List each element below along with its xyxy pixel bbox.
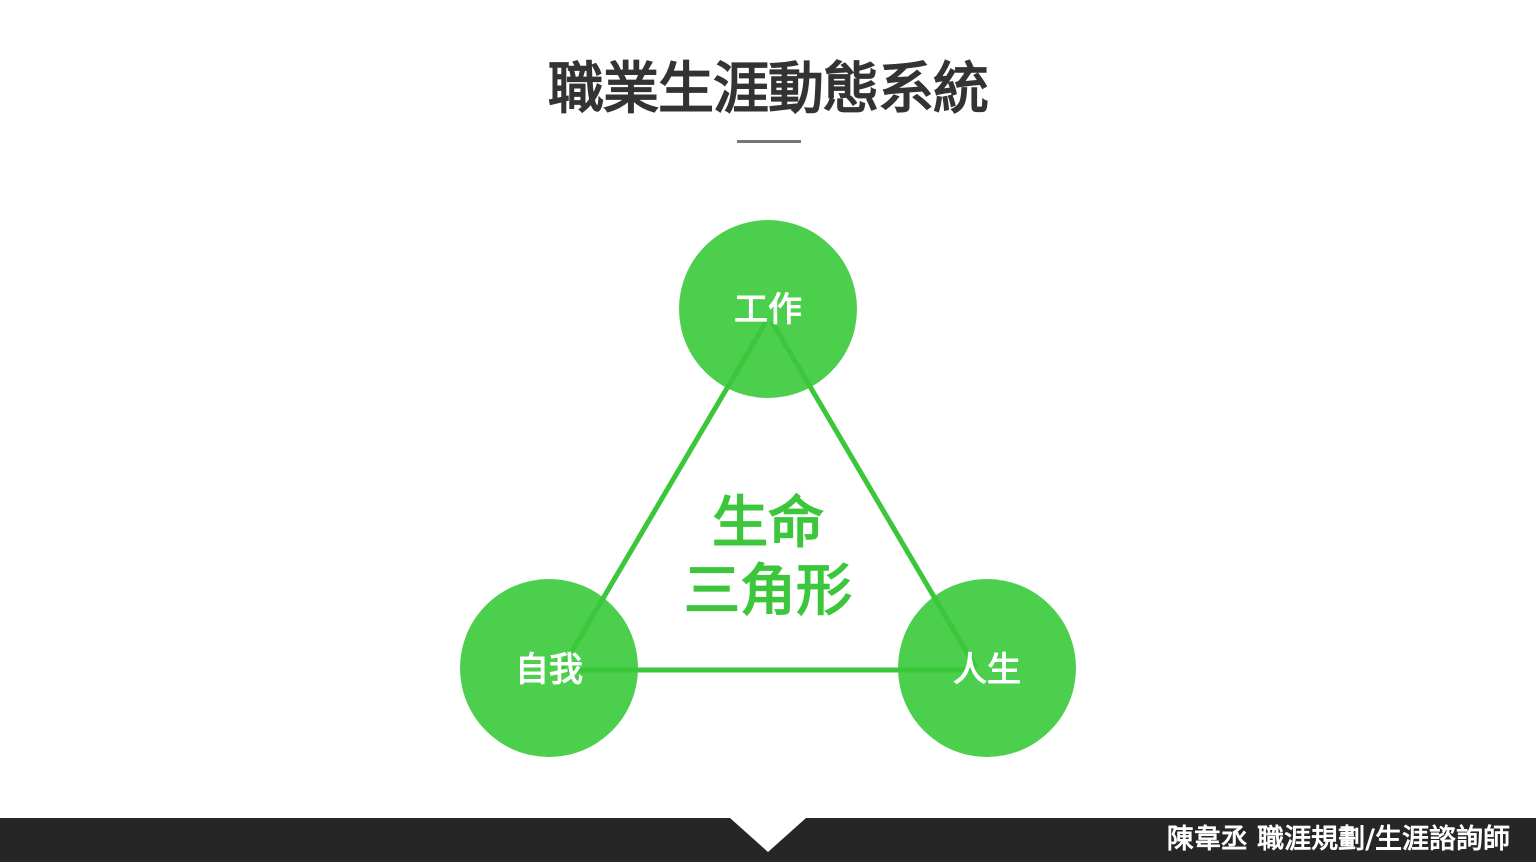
title-underline xyxy=(737,140,801,143)
node-circle-life xyxy=(898,579,1076,757)
edge-work-life xyxy=(769,320,979,670)
node-label-self: 自我 xyxy=(515,650,583,690)
node-circle-self xyxy=(460,579,638,757)
node-circle-work xyxy=(679,220,857,398)
node-label-work: 工作 xyxy=(734,290,802,330)
footer-notch-arrow xyxy=(730,818,806,852)
node-label-life: 人生 xyxy=(953,650,1021,690)
slide-title: 職業生涯動態系統 xyxy=(548,57,989,122)
center-label-line1: 生命 xyxy=(712,491,824,556)
footer-author: 陳韋丞 職涯規劃/生涯諮詢師 xyxy=(1166,824,1510,855)
edge-work-self xyxy=(559,320,769,670)
center-label-line2: 三角形 xyxy=(684,559,852,624)
center-label: 生命 三角形 xyxy=(618,490,918,626)
